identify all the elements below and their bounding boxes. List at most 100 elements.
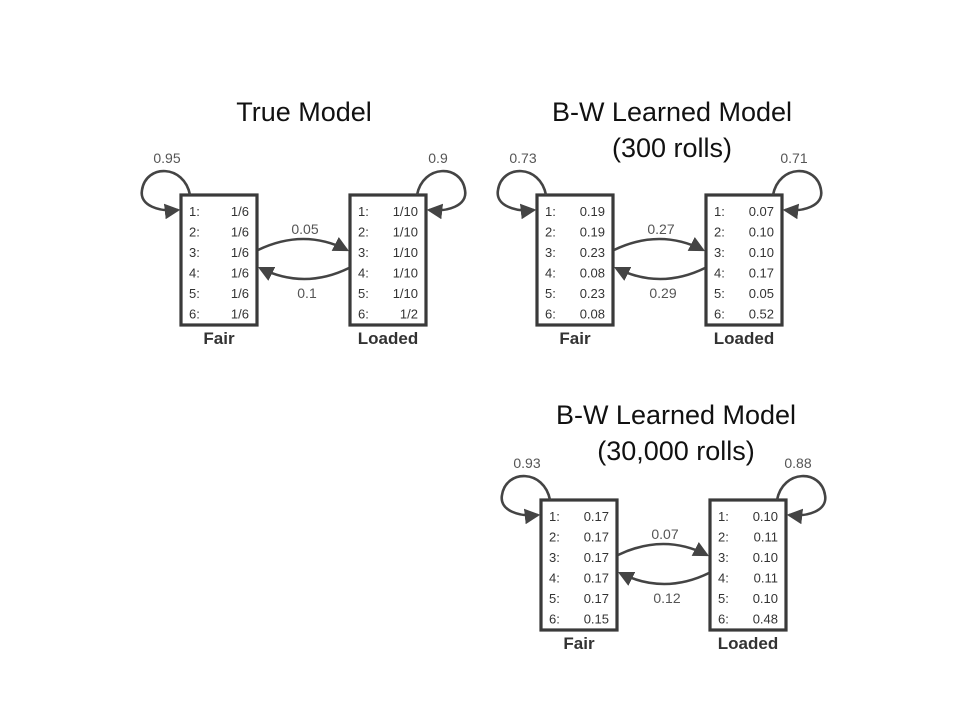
fair-emission-face: 3: xyxy=(189,245,200,260)
loaded-emission-prob: 1/10 xyxy=(393,245,418,260)
fair-emission-face: 1: xyxy=(189,204,200,219)
fair-emission-prob: 1/6 xyxy=(231,225,249,240)
fair-emission-face: 6: xyxy=(545,307,556,322)
fair-emission-face: 2: xyxy=(549,530,560,545)
fair-emission-prob: 1/6 xyxy=(231,245,249,260)
loaded-emission-face: 6: xyxy=(718,612,729,627)
panel-title-line: B-W Learned Model xyxy=(551,97,793,127)
panel-title-line: True Model xyxy=(236,97,372,127)
fair-self-prob: 0.73 xyxy=(509,150,536,166)
fair-emission-prob: 0.08 xyxy=(580,307,605,322)
loaded-emission-face: 2: xyxy=(718,530,729,545)
fair-state-label: Fair xyxy=(559,329,591,348)
loaded-emission-prob: 0.11 xyxy=(754,571,778,586)
fair-emission-prob: 0.23 xyxy=(580,286,605,301)
fair-to-loaded-prob: 0.27 xyxy=(647,221,674,237)
panel-title-line: (300 rolls) xyxy=(611,133,733,163)
fair-to-loaded-arrow xyxy=(613,237,706,252)
panel-title-line: (30,000 rolls) xyxy=(597,436,755,466)
fair-to-loaded-prob: 0.07 xyxy=(651,526,678,542)
loaded-emission-prob: 1/10 xyxy=(393,225,418,240)
loaded-emission-face: 1: xyxy=(718,509,729,524)
fair-emission-prob: 0.23 xyxy=(580,245,605,260)
fair-state-box xyxy=(535,193,615,327)
loaded-emission-prob: 1/10 xyxy=(393,286,418,301)
loaded-emission-face: 2: xyxy=(358,225,369,240)
fair-emission-face: 5: xyxy=(545,286,556,301)
loaded-to-fair-prob: 0.12 xyxy=(653,590,680,606)
loaded-self-loop-arrow xyxy=(771,169,823,220)
loaded-self-loop-arrow xyxy=(775,474,827,525)
loaded-emission-prob: 0.10 xyxy=(753,509,778,524)
loaded-emission-face: 1: xyxy=(358,204,369,219)
fair-emission-prob: 0.19 xyxy=(580,204,605,219)
loaded-state-label: Loaded xyxy=(358,329,418,348)
fair-emission-face: 4: xyxy=(549,571,560,586)
loaded-emission-face: 2: xyxy=(714,225,725,240)
loaded-emission-face: 4: xyxy=(358,266,369,281)
loaded-to-fair-arrow xyxy=(257,266,350,281)
fair-self-prob: 0.95 xyxy=(153,150,180,166)
fair-state-box xyxy=(179,193,259,327)
hmm-diagram: 1:0.172:0.173:0.174:0.175:0.176:0.151:0.… xyxy=(500,455,827,653)
loaded-self-prob: 0.88 xyxy=(784,455,811,471)
loaded-emission-prob: 0.10 xyxy=(753,550,778,565)
fair-self-loop-arrow xyxy=(140,169,192,220)
panel-title: True Model xyxy=(104,94,504,130)
fair-state-label: Fair xyxy=(203,329,235,348)
loaded-emission-face: 4: xyxy=(714,266,725,281)
loaded-state-label: Loaded xyxy=(718,634,778,653)
fair-emission-face: 4: xyxy=(189,266,200,281)
loaded-state-box xyxy=(348,193,428,327)
fair-emission-face: 5: xyxy=(189,286,200,301)
loaded-emission-prob: 0.10 xyxy=(749,245,774,260)
loaded-emission-prob: 0.07 xyxy=(749,204,774,219)
loaded-emission-prob: 0.48 xyxy=(753,612,778,627)
fair-emission-face: 1: xyxy=(545,204,556,219)
fair-emission-prob: 1/6 xyxy=(231,286,249,301)
loaded-emission-prob: 0.11 xyxy=(754,530,778,545)
fair-emission-face: 5: xyxy=(549,591,560,606)
loaded-emission-face: 5: xyxy=(358,286,369,301)
loaded-emission-prob: 0.10 xyxy=(753,591,778,606)
fair-emission-prob: 1/6 xyxy=(231,266,249,281)
fair-emission-face: 6: xyxy=(549,612,560,627)
loaded-emission-prob: 0.17 xyxy=(749,266,774,281)
loaded-emission-prob: 1/10 xyxy=(393,266,418,281)
fair-emission-prob: 0.08 xyxy=(580,266,605,281)
loaded-self-loop-arrow xyxy=(415,169,467,220)
fair-emission-face: 1: xyxy=(549,509,560,524)
fair-emission-face: 3: xyxy=(545,245,556,260)
loaded-emission-face: 4: xyxy=(718,571,729,586)
fair-to-loaded-arrow xyxy=(617,542,710,557)
loaded-to-fair-arrow xyxy=(617,571,710,586)
fair-state-label: Fair xyxy=(563,634,595,653)
loaded-emission-face: 5: xyxy=(714,286,725,301)
fair-to-loaded-prob: 0.05 xyxy=(291,221,318,237)
panel-title-line: B-W Learned Model xyxy=(555,400,797,430)
loaded-to-fair-arrow xyxy=(613,266,706,281)
fair-emission-face: 2: xyxy=(189,225,200,240)
fair-emission-prob: 0.17 xyxy=(584,550,609,565)
fair-emission-prob: 0.17 xyxy=(584,509,609,524)
loaded-emission-face: 3: xyxy=(714,245,725,260)
panel-title: B-W Learned Model (300 rolls) xyxy=(472,94,872,166)
loaded-emission-prob: 0.10 xyxy=(749,225,774,240)
loaded-state-box xyxy=(704,193,784,327)
fair-self-prob: 0.93 xyxy=(513,455,540,471)
loaded-state-box xyxy=(708,498,788,632)
fair-self-loop-arrow xyxy=(500,474,552,525)
hmm-diagram: 1:1/62:1/63:1/64:1/65:1/66:1/61:1/102:1/… xyxy=(140,150,467,348)
fair-emission-face: 3: xyxy=(549,550,560,565)
loaded-emission-prob: 1/10 xyxy=(393,204,418,219)
loaded-emission-face: 6: xyxy=(358,307,369,322)
loaded-emission-face: 3: xyxy=(358,245,369,260)
fair-emission-prob: 0.19 xyxy=(580,225,605,240)
hmm-diagram: 1:0.192:0.193:0.234:0.085:0.236:0.081:0.… xyxy=(496,150,823,348)
loaded-emission-prob: 1/2 xyxy=(400,307,418,322)
fair-emission-face: 6: xyxy=(189,307,200,322)
fair-to-loaded-arrow xyxy=(257,237,350,252)
panel-title: B-W Learned Model (30,000 rolls) xyxy=(476,397,876,469)
fair-emission-face: 4: xyxy=(545,266,556,281)
